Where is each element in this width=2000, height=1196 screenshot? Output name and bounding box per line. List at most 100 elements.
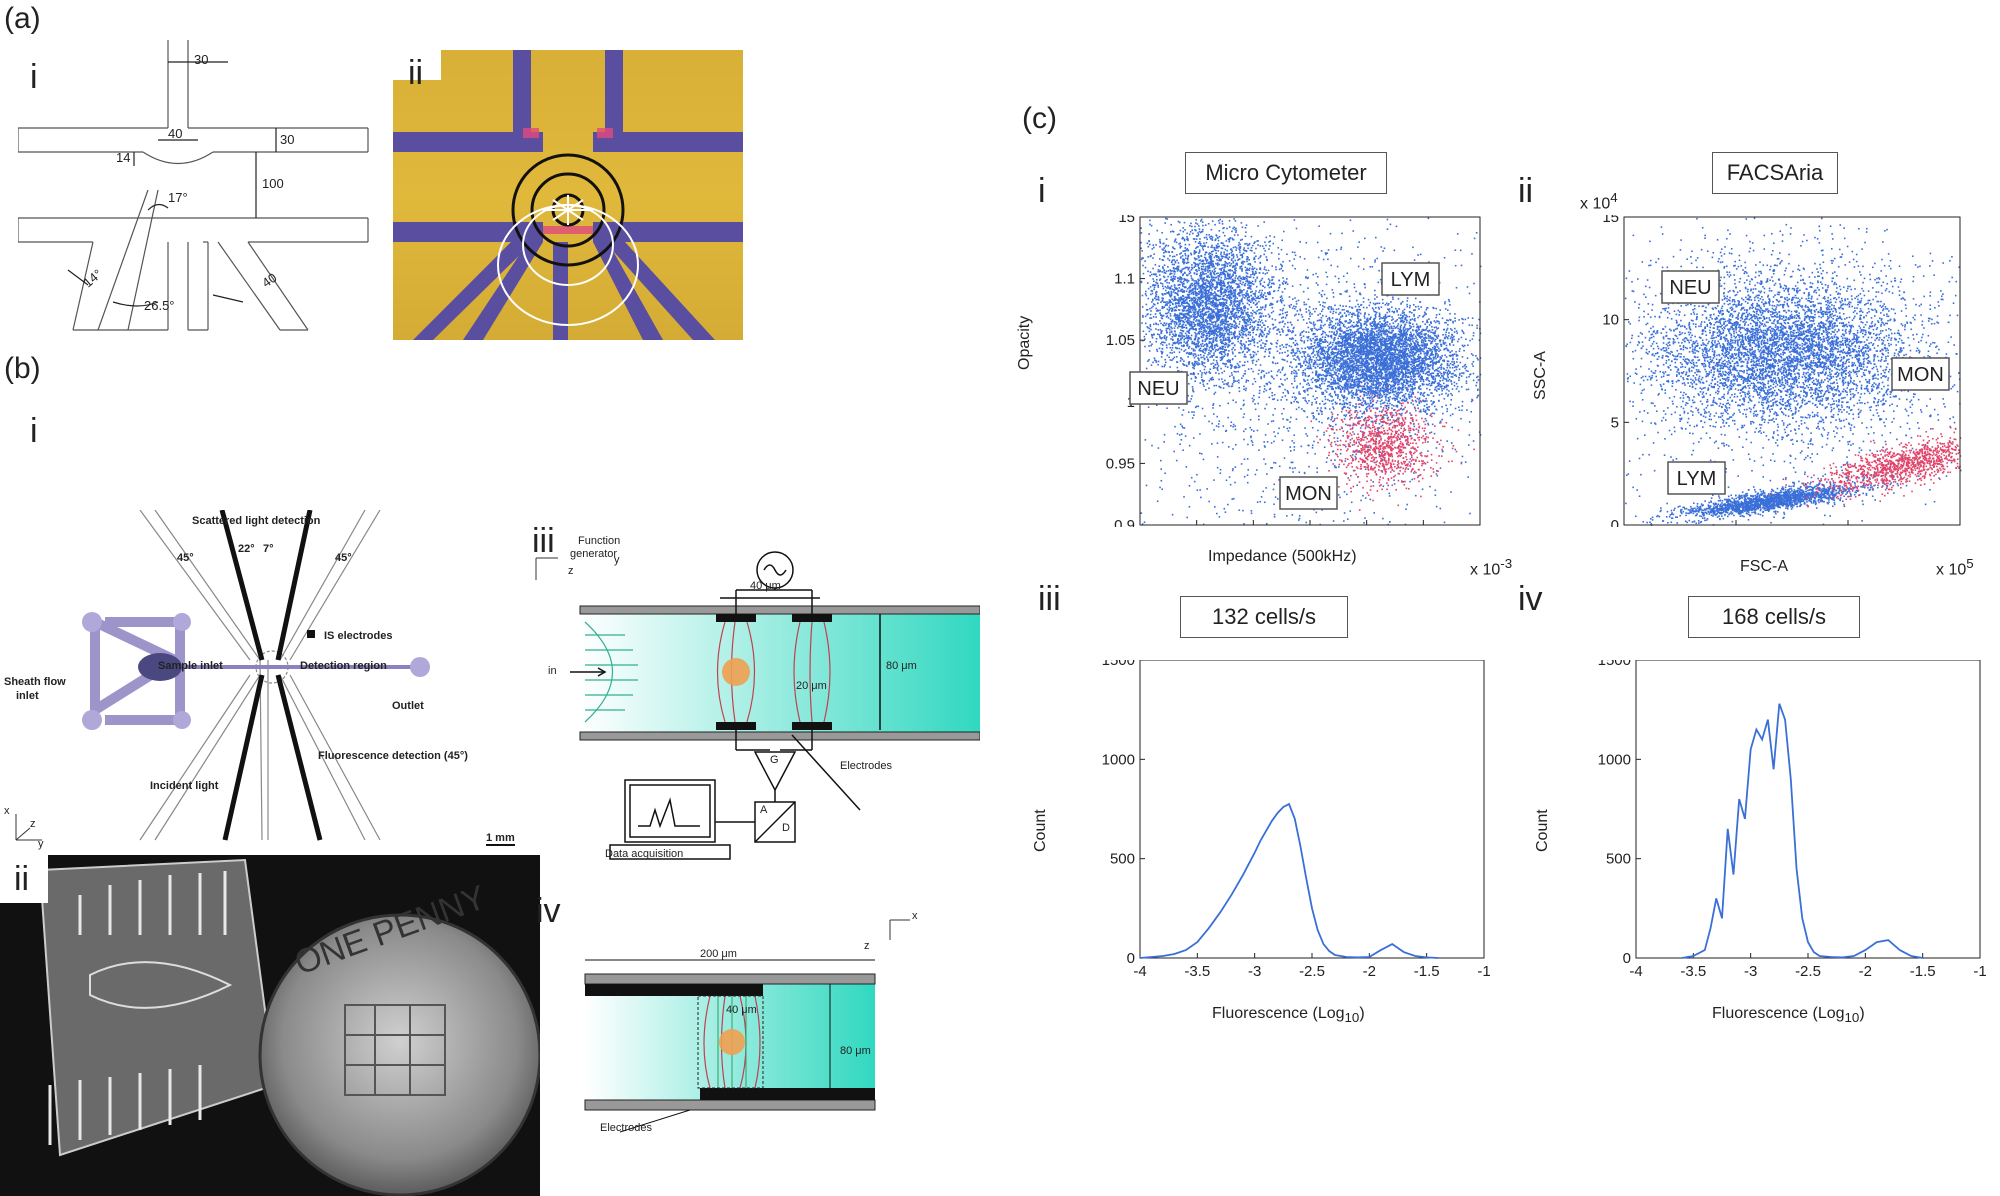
scatter-point — [1222, 303, 1224, 306]
scatter-point — [1193, 414, 1195, 416]
scatter-point — [1193, 272, 1196, 275]
scatter-point — [1239, 334, 1242, 337]
scatter-point — [1202, 291, 1204, 293]
scatter-point — [1268, 279, 1271, 282]
scatter-point — [1238, 258, 1241, 260]
scatter-point — [1148, 345, 1150, 347]
scatter-point — [1263, 253, 1265, 256]
scatter-point — [1202, 380, 1204, 383]
scatter-point — [1174, 261, 1177, 264]
scatter-point — [1177, 301, 1180, 304]
scatter-point — [1145, 303, 1148, 306]
scatter-point — [1203, 256, 1206, 259]
scatter-point — [1193, 238, 1196, 240]
scatter-point — [1206, 289, 1209, 292]
scatter-point — [1327, 398, 1329, 401]
scatter-point — [1300, 313, 1303, 316]
scatter-point — [1169, 295, 1172, 298]
scatter-point — [1193, 367, 1195, 370]
scatter-point — [1225, 290, 1228, 293]
scatter-point — [1207, 289, 1210, 292]
scatter-point — [1256, 277, 1258, 279]
scatter-point — [1241, 324, 1244, 327]
scatter-point — [1227, 333, 1229, 336]
scatter-point — [1244, 243, 1246, 245]
scatter-point — [1220, 251, 1223, 254]
scatter-point — [1230, 331, 1233, 333]
scatter-point — [1218, 259, 1220, 262]
scatter-point — [1386, 402, 1389, 405]
scatter-point — [1220, 269, 1222, 272]
scatter-point — [1241, 267, 1243, 270]
scatter-point — [1407, 372, 1409, 375]
scatter-point — [1224, 270, 1226, 273]
scatter-point — [1192, 278, 1194, 281]
scatter-point — [1364, 312, 1366, 314]
scatter-point — [1281, 321, 1284, 323]
scatter-point — [1234, 228, 1236, 231]
scatter-point — [1452, 364, 1455, 366]
scatter-point — [1255, 303, 1258, 306]
scatter-point — [1247, 294, 1250, 296]
scatter-point — [1395, 381, 1398, 383]
scatter-point — [1176, 293, 1179, 296]
scatter-point — [1237, 318, 1239, 320]
scatter-point — [1324, 346, 1327, 349]
scatter-point — [1219, 321, 1222, 324]
scatter-point — [1206, 280, 1208, 282]
scatter-point — [1185, 334, 1188, 337]
scatter-point — [1194, 302, 1196, 304]
scatter-point — [1150, 364, 1153, 366]
scatter-point — [1284, 373, 1287, 376]
scatter-point — [1203, 286, 1206, 289]
scatter-point — [1184, 296, 1186, 299]
scatter-point — [1228, 331, 1231, 334]
scatter-point — [1239, 243, 1241, 246]
scatter-point — [1251, 313, 1254, 315]
scatter-point — [1212, 309, 1215, 311]
scatter-point — [1193, 321, 1195, 324]
scatter-point — [1242, 260, 1244, 263]
scatter-point — [1229, 237, 1232, 239]
scatter-point — [1222, 291, 1225, 294]
scatter-point — [1224, 263, 1226, 266]
scatter-point — [1176, 327, 1179, 329]
scatter-point — [1201, 326, 1204, 328]
scatter-point — [1281, 352, 1284, 354]
scatter-point — [1339, 399, 1341, 401]
scatter-point — [1425, 383, 1428, 386]
scatter-point — [1188, 332, 1191, 334]
scatter-point — [1398, 336, 1401, 338]
scatter-point — [1173, 351, 1176, 353]
scatter-point — [1260, 339, 1263, 341]
scatter-point — [1255, 268, 1258, 271]
scatter-point — [1199, 313, 1202, 316]
scatter-point — [1230, 317, 1232, 320]
label-adc-a: A — [760, 804, 768, 816]
scatter-point — [1208, 266, 1211, 269]
scatter-point — [1185, 364, 1188, 367]
scatter-point — [1226, 253, 1228, 255]
scatter-point — [1219, 259, 1222, 262]
scatter-point — [1291, 285, 1294, 287]
scatter-point — [1320, 319, 1323, 322]
scatter-point — [1286, 360, 1289, 363]
scatter-point — [1262, 370, 1265, 372]
scatter-point — [1267, 326, 1269, 328]
scatter-point — [1188, 338, 1190, 340]
scatter-point — [1157, 295, 1160, 298]
scatter-point — [1332, 351, 1335, 354]
scatter-point — [1193, 318, 1195, 321]
scatter-point — [1348, 326, 1350, 329]
scatter-point — [1219, 356, 1222, 359]
scatter-point — [1185, 274, 1188, 276]
scatter-point — [1174, 346, 1177, 349]
scatter-point — [1171, 310, 1173, 312]
scatter-point — [1259, 262, 1262, 264]
scatter-point — [1434, 379, 1437, 381]
scatter-point — [1220, 268, 1222, 270]
scatter-point — [1233, 303, 1235, 306]
scatter-point — [1395, 382, 1397, 385]
scatter-point — [1212, 311, 1214, 314]
scatter-point — [1440, 345, 1443, 348]
